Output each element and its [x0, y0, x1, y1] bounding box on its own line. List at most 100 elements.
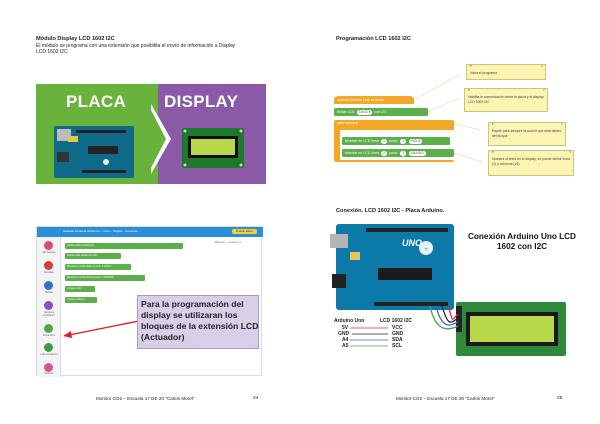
dims-dropdown[interactable]: 16x02 ▾	[356, 110, 373, 115]
toolbar-button[interactable]: Probar Ether	[231, 229, 257, 234]
display-panel: DISPLAY	[158, 84, 266, 184]
footer-text: Monitor CO2 – Escuela 17 DE 20 "Carlos M…	[396, 396, 495, 401]
text-input[interactable]: HOLA	[409, 139, 423, 144]
category-dot[interactable]	[44, 241, 53, 250]
chevron-right-icon	[151, 104, 171, 174]
page-number: 24	[253, 396, 259, 401]
digital-header	[366, 228, 448, 232]
palette-block[interactable]: Mostrar en LCD línea 1 posic. 1 HOLA	[65, 264, 131, 270]
palette-block[interactable]: Cursor LCD On	[65, 297, 97, 303]
toolbar-items[interactable]: Guardar Fusionar Arduino L... Com... Tar…	[63, 229, 140, 233]
category-dot[interactable]	[44, 324, 53, 333]
pin-a: GND	[338, 331, 350, 337]
category-label: Motores	[44, 372, 54, 375]
arrow-left-icon	[63, 320, 140, 338]
text-input[interactable]: MUNDO	[409, 151, 426, 156]
category-dot[interactable]	[44, 363, 53, 372]
section-title: Conexión. LCD 1602 I2C - Placa Arduino.	[336, 208, 445, 214]
pin-b: GND	[392, 331, 404, 337]
col-input[interactable]: 1	[400, 151, 407, 156]
arduino-board	[336, 224, 454, 310]
callout-text: Para la programación del display se util…	[141, 299, 259, 342]
page-title: Módulo Display LCD 1602 I2C	[36, 36, 115, 42]
collapse-icon[interactable]: ▾	[470, 64, 472, 68]
pin-header-lcd: LCD 1602 I2C	[380, 318, 412, 324]
callout-box: Para la programación del display se util…	[137, 295, 259, 349]
crystal	[350, 252, 360, 260]
category-dot[interactable]	[44, 301, 53, 310]
description-line-2: LCD 1602 I2C	[36, 49, 68, 56]
note-3: ▾ × Repite para siempre la acción que es…	[488, 122, 566, 146]
usb-port	[330, 234, 348, 248]
close-icon[interactable]: ×	[543, 88, 545, 92]
block-text: con I2C	[374, 110, 387, 114]
close-icon[interactable]: ×	[561, 122, 563, 126]
page-right: Programación LCD 1602 I2C cuando Arduino…	[300, 0, 600, 424]
analog-header	[374, 302, 448, 306]
collapse-icon[interactable]: ▾	[492, 150, 494, 154]
pin-a: 5V	[342, 325, 349, 331]
hat-block[interactable]: cuando Arduino Uno se inicia	[334, 96, 414, 104]
page-left: Módulo Display LCD 1602 I2C El módulo se…	[36, 36, 266, 401]
arduino-board-icon	[54, 126, 134, 178]
forever-label: para siempre	[337, 121, 358, 125]
note-connectors	[413, 73, 483, 163]
palette-block[interactable]: Iniciar LCD 16x02 con I2C	[65, 253, 121, 259]
category-label: Mis bloques	[42, 251, 56, 254]
svg-text:∞: ∞	[425, 246, 428, 251]
collapse-icon[interactable]: ▾	[492, 122, 494, 126]
category-label: LCD Actuadores	[40, 353, 58, 356]
category-sidebar: Mis bloques Entradas Salidas Sensores an…	[37, 237, 61, 377]
wire-scl	[429, 305, 459, 330]
note-text: Muestra el texto en el display, se puede…	[492, 157, 570, 166]
line-input[interactable]: 1	[381, 139, 387, 144]
pin-header-arduino: Arduino Uno	[334, 318, 365, 324]
tab-bloques[interactable]: Bloques	[215, 240, 226, 244]
note-text: Habilita la comunicación entre la placa …	[468, 95, 544, 104]
pin-b: VCC	[392, 325, 403, 331]
program-blocks-area: cuando Arduino Uno se inicia Iniciar LCD…	[330, 52, 600, 192]
category-label: Salidas	[45, 291, 53, 294]
pin-a: A5	[342, 343, 349, 349]
description-line-1: El módulo se programa con una extensión …	[36, 43, 236, 49]
pin-b: SCL	[392, 343, 402, 349]
note-text: Repite para siempre la acción que está d…	[492, 129, 562, 138]
wiring-diagram: ∞	[330, 224, 566, 356]
close-icon[interactable]: ×	[569, 150, 571, 154]
blockly-editor-screenshot: Guardar Fusionar Arduino L... Com... Tar…	[36, 226, 263, 377]
pin-b: SDA	[392, 337, 403, 343]
diagram-heading: Conexión Arduino Uno LCD 1602 con I2C	[468, 232, 576, 251]
col-input[interactable]: 1	[400, 139, 407, 144]
show-line-2-block[interactable]: Mostrar en LCD línea 2 posic. 1 MUNDO	[342, 149, 454, 157]
power-jack	[332, 274, 346, 288]
note-text: Inicia el programa	[470, 71, 497, 75]
note-4: ▾ × Muestra el texto en el display, se p…	[488, 150, 574, 176]
category-dot[interactable]	[44, 281, 53, 290]
block-text: posic.	[389, 151, 399, 155]
palette-block[interactable]: Iniciar LCD en placa 1k	[65, 243, 183, 249]
init-lcd-block[interactable]: Iniciar LCD 16x02 ▾ con I2C	[334, 108, 428, 116]
page-title: Programación LCD 1602 I2C	[336, 36, 411, 42]
wire-sda	[435, 305, 459, 326]
lcd-screen	[470, 316, 554, 342]
block-text: Mostrar en LCD línea	[345, 151, 380, 155]
editor-toolbar: Guardar Fusionar Arduino L... Com... Tar…	[37, 227, 263, 237]
placa-panel: PLACA	[36, 84, 158, 184]
note-1: ▾ × Inicia el programa	[466, 64, 546, 80]
block-text: Iniciar LCD	[337, 110, 355, 114]
wire-gnd	[441, 305, 459, 323]
category-dot[interactable]	[44, 343, 53, 352]
palette-block[interactable]: Limpiar LCD	[65, 286, 95, 292]
category-dot[interactable]	[44, 261, 53, 270]
collapse-icon[interactable]: ▾	[468, 88, 470, 92]
show-line-1-block[interactable]: Mostrar en LCD línea 1 posic. 1 HOLA	[342, 137, 450, 145]
editor-tabs[interactable]: Bloques Arduino C	[215, 240, 242, 244]
tab-arduino-c[interactable]: Arduino C	[228, 240, 242, 244]
category-label: Actuadores	[42, 334, 56, 337]
pin-a: A4	[342, 337, 349, 343]
i2c-backpack	[456, 306, 462, 332]
palette-block[interactable]: Mostrar en LCD línea 2 posic. 1 MUNDO	[65, 275, 145, 281]
line-input[interactable]: 2	[381, 151, 387, 156]
footer-text: Monitor CO2 – Escuela 17 DE 20 "Carlos M…	[96, 396, 195, 401]
close-icon[interactable]: ×	[541, 64, 543, 68]
